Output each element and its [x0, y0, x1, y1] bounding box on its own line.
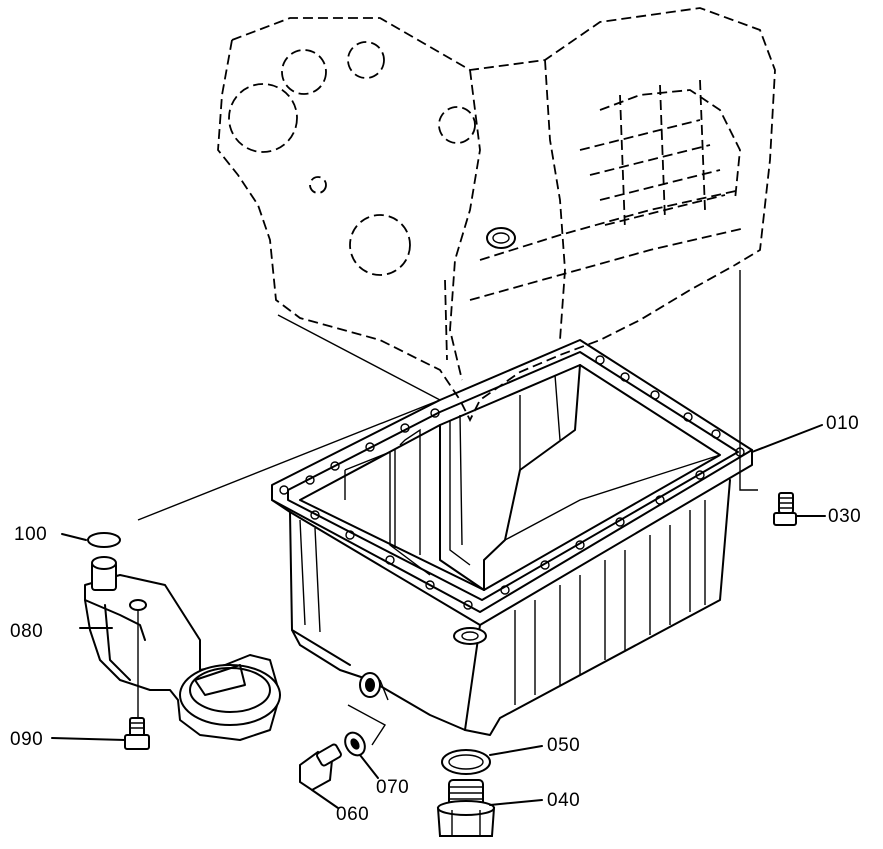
pan-bolt [773, 492, 826, 526]
part-label-090: 090 [10, 729, 44, 750]
bolt-leader-line [739, 270, 758, 491]
oil-strainer [79, 399, 441, 741]
oil-pan-leader [751, 424, 823, 453]
sensor-bolt [299, 743, 342, 809]
part-label-100: 100 [14, 524, 48, 545]
drain-plug [436, 779, 543, 837]
flange-bolt-holes [279, 355, 745, 610]
engine-to-pan-line [277, 314, 441, 401]
part-label-030: 030 [828, 506, 862, 527]
part-label-060: 060 [336, 804, 370, 825]
o-ring [61, 532, 121, 548]
part-label-070: 070 [376, 777, 410, 798]
part-label-080: 080 [10, 621, 44, 642]
part-label-010: 010 [826, 413, 860, 434]
drain-gasket [441, 745, 543, 775]
oil-pan [271, 339, 753, 736]
part-label-040: 040 [547, 790, 581, 811]
part-label-050: 050 [547, 735, 581, 756]
washer [344, 704, 387, 779]
strainer-bolt [51, 717, 150, 750]
engine-block-outline [217, 7, 776, 423]
